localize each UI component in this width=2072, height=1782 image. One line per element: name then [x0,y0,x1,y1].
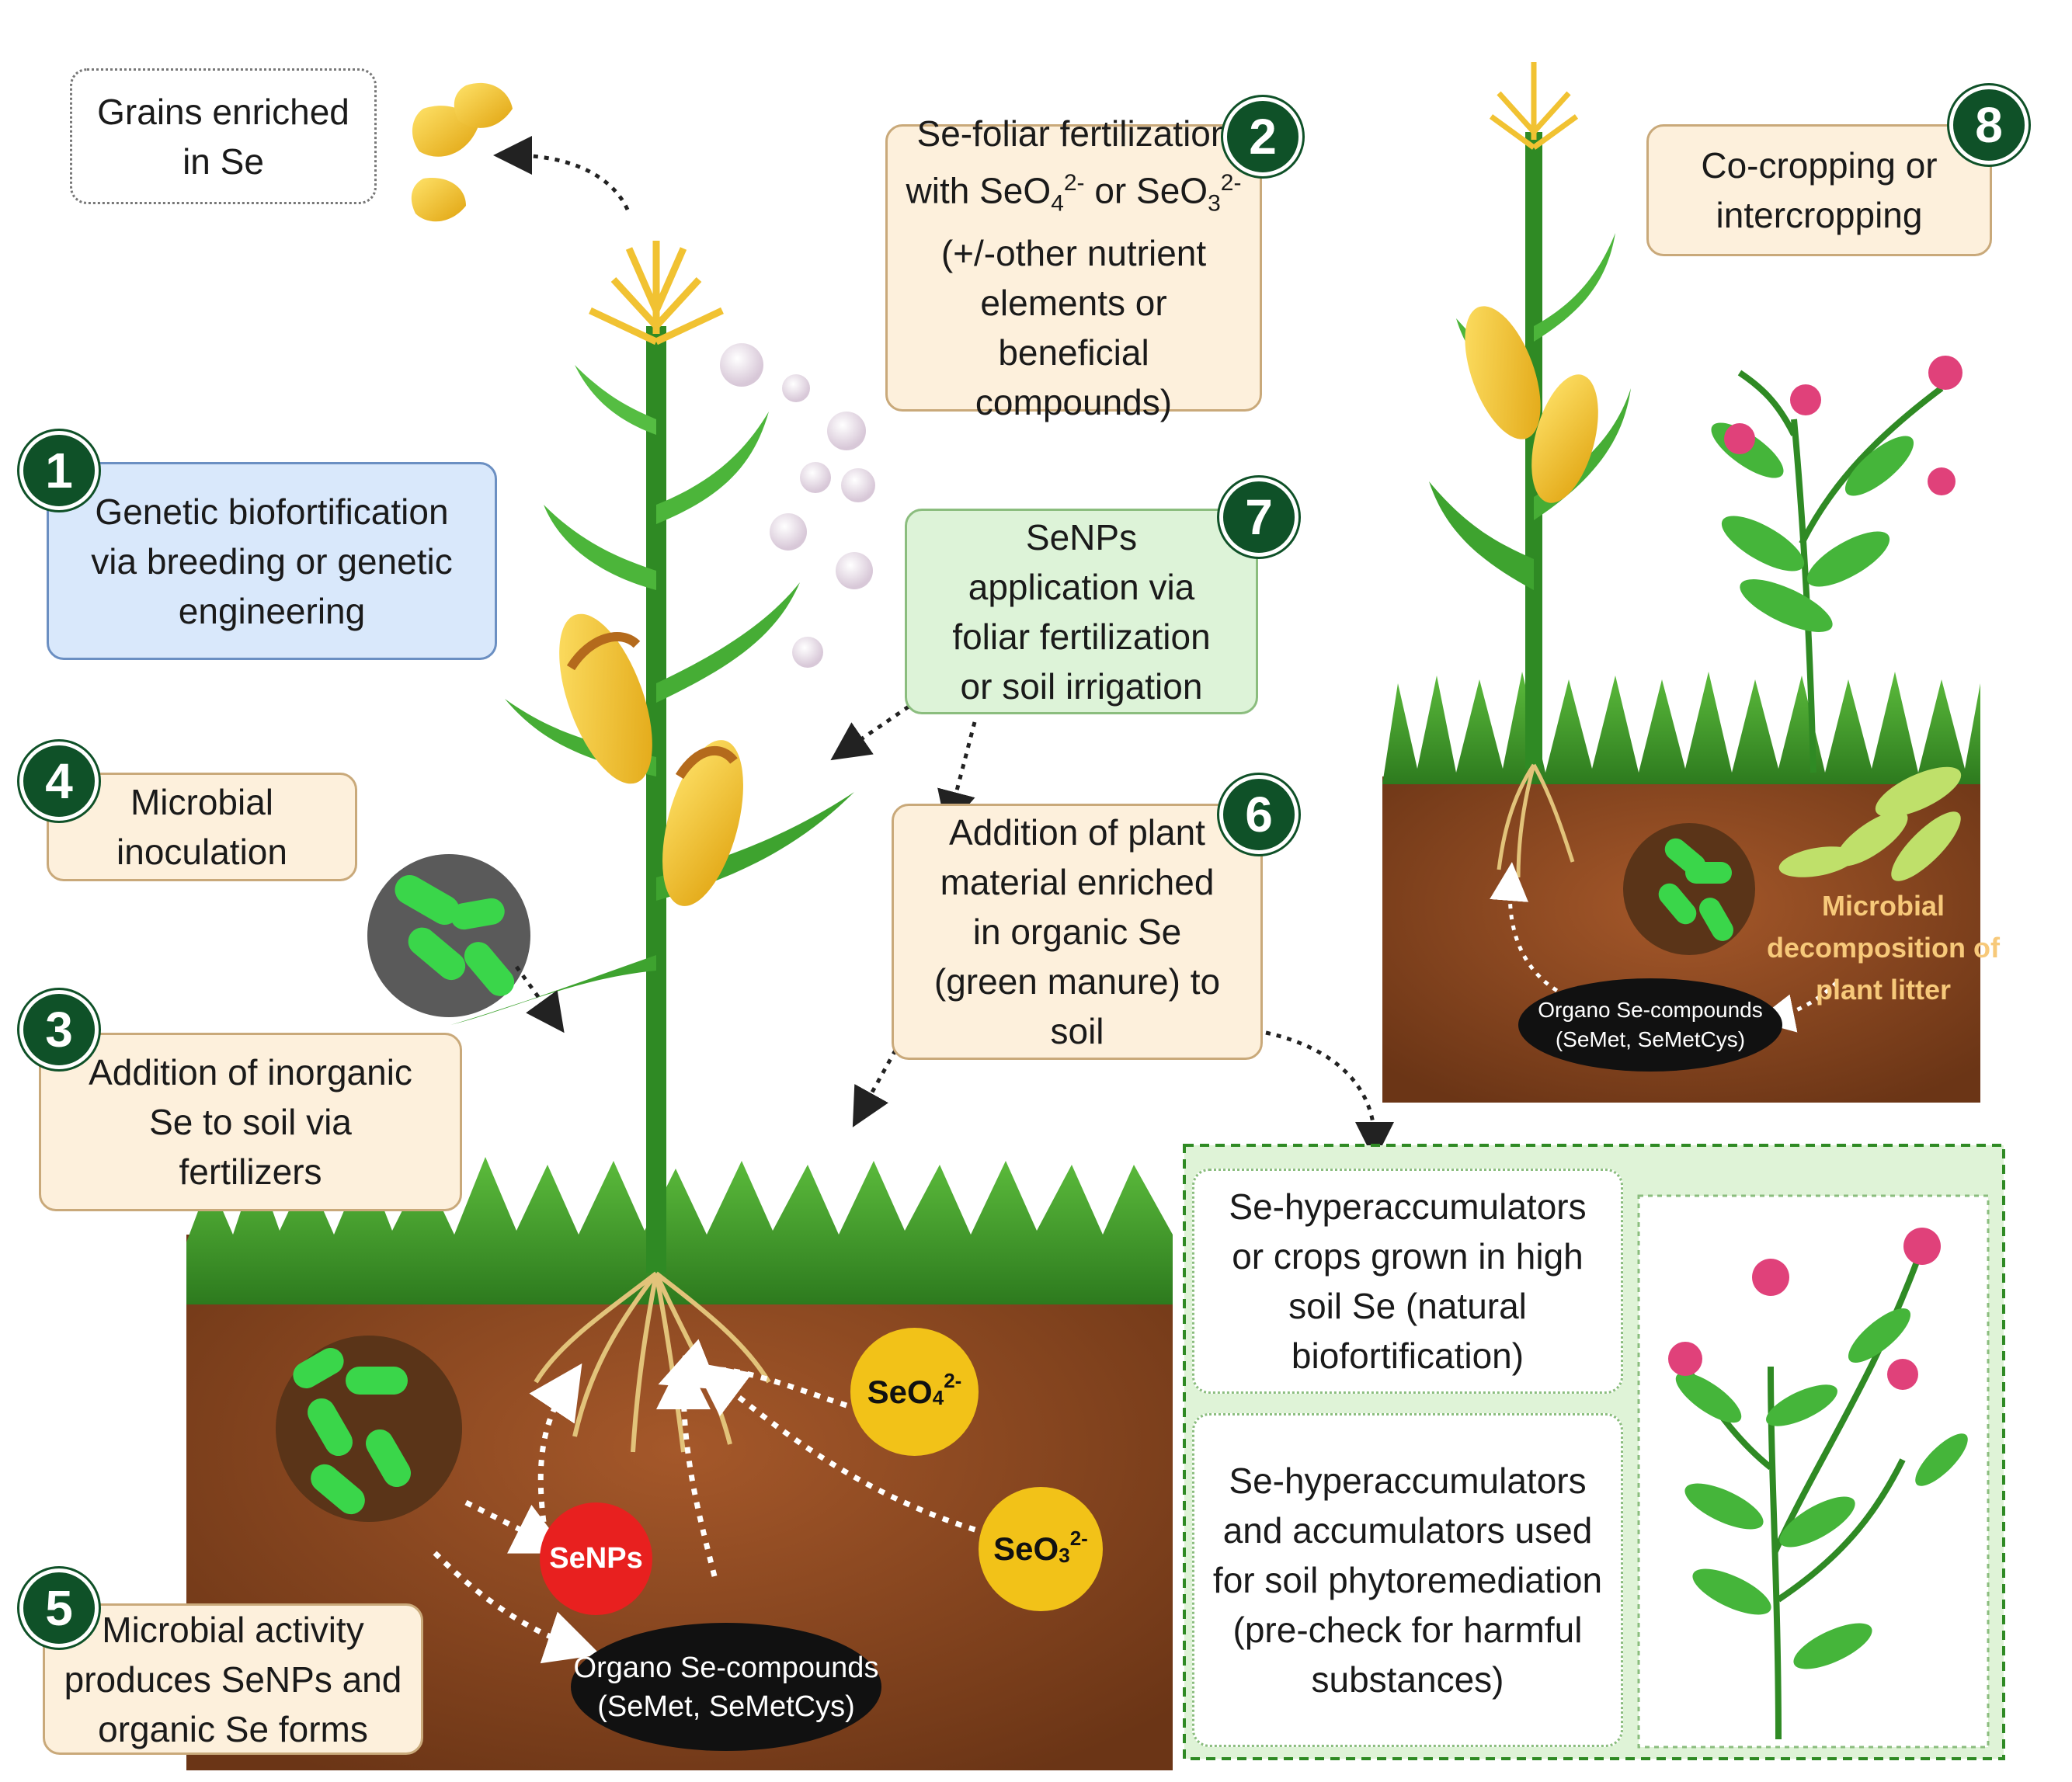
badge-5: 5 [19,1568,99,1648]
hyper1-line-4: biofortification) [1291,1336,1524,1376]
badge-6: 6 [1219,775,1298,854]
plant-material-line-1: Addition of plant [949,812,1205,853]
inoculation-line-1: Microbial [130,782,274,822]
cocropping-line-1: Co-cropping or [1701,145,1938,186]
grains-icon [411,82,513,222]
hyper1-line-2: or crops grown in high [1232,1236,1584,1277]
corn-plant [450,241,854,1453]
badge-3: 3 [19,990,99,1069]
genetic-line-3: engineering [178,590,366,631]
foliar-line-5: compounds) [975,382,1173,423]
cocropping-line-2: intercropping [1716,195,1923,235]
hyperaccumulators-natural-box: Se-hyperaccumulators or crops grown in h… [1192,1169,1623,1394]
microbial-decomposition-label: Microbial decomposition of plant litter [1767,890,2000,1006]
senps-app-line-2: application via [968,566,1195,607]
senps-app-line-4: or soil irrigation [960,665,1203,707]
activity-line-2: produces SeNPs and [64,1659,402,1700]
grains-line-2: in Se [183,141,264,182]
inorganic-line-1: Addition of inorganic [89,1052,412,1092]
inorganic-se-box: Addition of inorganic Se to soil via fer… [39,1033,462,1211]
microbial-activity-box: Microbial activity produces SeNPs and or… [43,1603,423,1755]
microbe-inoculation-icon [367,854,530,1017]
foliar-line-3: (+/-other nutrient [940,233,1207,274]
soil-microbes-icon [276,1336,462,1522]
genetic-biofortification-box: Genetic biofortification via breeding or… [47,462,497,660]
foliar-line-4: elements or beneficial [980,283,1167,373]
plant-material-line-4: (green manure) to [933,961,1221,1002]
activity-line-1: Microbial activity [102,1609,364,1650]
badge-7: 7 [1219,478,1298,557]
hyper1-line-3: soil Se (natural [1288,1286,1527,1326]
hyper2-line-4: (pre-check for harmful [1232,1610,1583,1650]
inorganic-line-3: fertilizers [179,1152,322,1192]
foliar-line-1: Se-foliar fertilization [916,113,1231,154]
grains-enriched-box: Grains enriched in Se [70,68,377,204]
panel8-organo-se-compounds: Organo Se-compounds (SeMet, SeMetCys) [1518,978,1782,1072]
activity-line-3: organic Se forms [98,1708,368,1749]
microbial-inoculation-box: Microbial inoculation [47,773,357,881]
senps-app-line-3: foliar fertilization [952,616,1211,657]
plant-material-box: Addition of plant material enriched in o… [892,804,1263,1060]
soil-flow-arrows [433,1339,1003,1664]
hyper1-line-1: Se-hyperaccumulators [1229,1186,1587,1227]
hyper2-line-1: Se-hyperaccumulators [1229,1461,1587,1501]
badge-4: 4 [19,742,99,821]
inoculation-line-2: inoculation [116,832,287,872]
badge-1: 1 [19,431,99,510]
genetic-line-2: via breeding or genetic [91,540,453,582]
genetic-line-1: Genetic biofortification [95,491,449,532]
hyper2-line-3: for soil phytoremediation [1212,1560,1603,1600]
organo-se-compounds: Organo Se-compounds (SeMet, SeMetCys) [571,1623,881,1751]
plant-material-line-3: in organic Se [972,912,1182,952]
foliar-line-2: with SeO42- or SeO32- [906,169,1242,217]
phytoremediation-box: Se-hyperaccumulators and accumulators us… [1192,1413,1623,1747]
cocropping-box: Co-cropping or intercropping [1646,124,1992,256]
badge-2: 2 [1223,97,1302,176]
plant-material-line-5: soil [1050,1011,1104,1051]
hyper2-line-5: substances) [1311,1659,1504,1700]
inorganic-line-2: Se to soil via [149,1102,352,1142]
plant-material-line-2: material enriched [940,862,1215,902]
senps-particle: SeNPs [540,1502,652,1615]
hyper2-line-2: and accumulators used [1222,1510,1593,1551]
senps-app-line-1: SeNPs [1025,516,1138,558]
senps-application-box: SeNPs application via foliar fertilizati… [905,509,1258,714]
badge-8: 8 [1949,85,2029,165]
grains-line-1: Grains enriched [97,91,349,132]
foliar-fertilization-box: Se-foliar fertilization with SeO42- or S… [885,113,1262,422]
spray-bubbles [720,343,875,668]
